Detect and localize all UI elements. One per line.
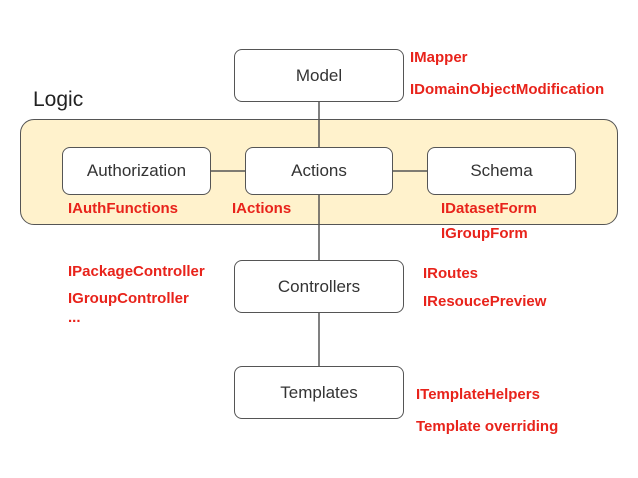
annotation-iresoucepreview: IResoucePreview xyxy=(423,293,547,310)
node-controllers: Controllers xyxy=(234,260,404,313)
node-model: Model xyxy=(234,49,404,102)
node-schema: Schema xyxy=(427,147,576,195)
annotation-template-overriding: Template overriding xyxy=(416,418,559,435)
node-actions: Actions xyxy=(245,147,393,195)
node-authorization-label: Authorization xyxy=(86,161,187,180)
annotation-iauthfunctions: IAuthFunctions xyxy=(68,200,178,217)
annotation-ipackagecontroller: IPackageController xyxy=(68,263,205,280)
node-actions-label: Actions xyxy=(291,161,347,180)
annotation-iroutes: IRoutes xyxy=(423,265,479,282)
annotation-idatasetform: IDatasetForm xyxy=(441,200,537,217)
node-templates-label: Templates xyxy=(280,382,358,402)
annotation-ellipsis: ... xyxy=(68,309,81,326)
annotation-idomainobjectmodification: IDomainObjectModification xyxy=(410,81,605,98)
annotation-igroupform: IGroupForm xyxy=(441,225,528,242)
node-model-label: Model xyxy=(295,65,343,85)
annotation-iactions: IActions xyxy=(232,200,292,217)
node-schema-label: Schema xyxy=(470,161,533,180)
node-authorization: Authorization xyxy=(62,147,211,195)
annotation-igroupcontroller: IGroupController xyxy=(68,290,189,307)
logic-group-label: Logic xyxy=(33,88,84,111)
node-controllers-label: Controllers xyxy=(277,276,361,296)
annotation-imapper: IMapper xyxy=(410,49,468,66)
node-templates: Templates xyxy=(234,366,404,419)
annotation-itemplatehelpers: ITemplateHelpers xyxy=(416,386,540,403)
